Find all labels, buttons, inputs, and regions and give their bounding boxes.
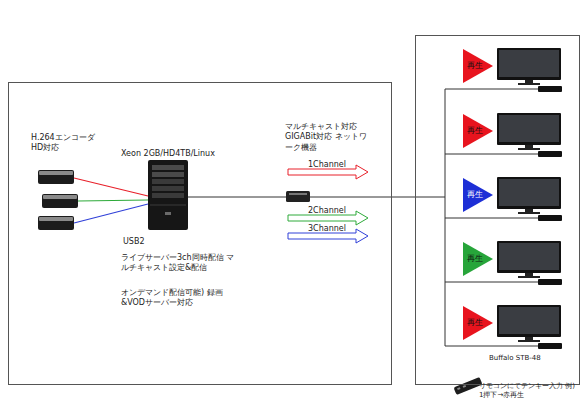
flag-triangle bbox=[463, 306, 493, 340]
play-flag: 再生 bbox=[463, 242, 493, 276]
network-wire bbox=[415, 197, 445, 198]
play-flag: 再生 bbox=[463, 114, 493, 148]
channel-label: 3Channel bbox=[308, 224, 346, 234]
flag-triangle bbox=[463, 49, 493, 83]
usb-wire bbox=[78, 200, 148, 201]
server-note: ライブサーバー3ch同時配信 マルチキャスト設定&配信 bbox=[121, 253, 235, 273]
tv-set bbox=[497, 48, 562, 92]
play-label: 再生 bbox=[467, 254, 483, 264]
network-wire bbox=[188, 197, 286, 198]
network-branch bbox=[445, 218, 538, 219]
server-spec: Xeon 2GB/HD4TB/Linux bbox=[121, 149, 215, 159]
play-flag: 再生 bbox=[463, 306, 493, 340]
network-switch bbox=[286, 191, 310, 202]
port-label: USB2 bbox=[123, 237, 145, 247]
play-flag: 再生 bbox=[463, 49, 493, 83]
network-branch bbox=[445, 282, 538, 283]
client-box: Buffalo STB-48リモコンにてテンキー入力 例) 1押下→赤再生再生再… bbox=[415, 35, 580, 385]
flag-triangle bbox=[463, 242, 493, 276]
remote-note: リモコンにてテンキー入力 例) 1押下→赤再生 bbox=[479, 382, 575, 400]
play-label: 再生 bbox=[467, 190, 483, 200]
tv-set bbox=[497, 113, 562, 157]
switch-ports bbox=[289, 193, 307, 195]
play-label: 再生 bbox=[467, 126, 483, 136]
flag-triangle bbox=[463, 178, 493, 212]
play-label: 再生 bbox=[467, 61, 483, 71]
channel-label: 1Channel bbox=[308, 160, 346, 170]
tv-set bbox=[497, 177, 562, 221]
encoder-device bbox=[42, 194, 78, 208]
tv-set bbox=[497, 305, 562, 349]
network-connector bbox=[392, 197, 415, 198]
encoder-label: H.264エンコーダ HD対応 bbox=[31, 133, 109, 153]
network-branch bbox=[445, 89, 538, 90]
usb-wire bbox=[74, 178, 148, 196]
usb-wire bbox=[74, 204, 148, 223]
tv-set bbox=[497, 241, 562, 285]
server-tower bbox=[148, 160, 188, 230]
encoder-device bbox=[38, 170, 74, 184]
device-label: Buffalo STB-48 bbox=[489, 354, 541, 363]
encoder-device bbox=[38, 216, 74, 230]
network-branch bbox=[445, 154, 538, 155]
network-branch bbox=[445, 346, 538, 347]
play-flag: 再生 bbox=[463, 178, 493, 212]
remote-control bbox=[454, 377, 483, 395]
network-wire bbox=[310, 197, 392, 198]
channel-label: 2Channel bbox=[308, 206, 346, 216]
network-note: マルチキャスト対応 GIGABit対応 ネットワーク機器 bbox=[285, 122, 367, 153]
flag-triangle bbox=[463, 114, 493, 148]
server-note: オンデマンド配信可能) 録画&VODサーバー対応 bbox=[121, 288, 229, 308]
play-label: 再生 bbox=[467, 318, 483, 328]
